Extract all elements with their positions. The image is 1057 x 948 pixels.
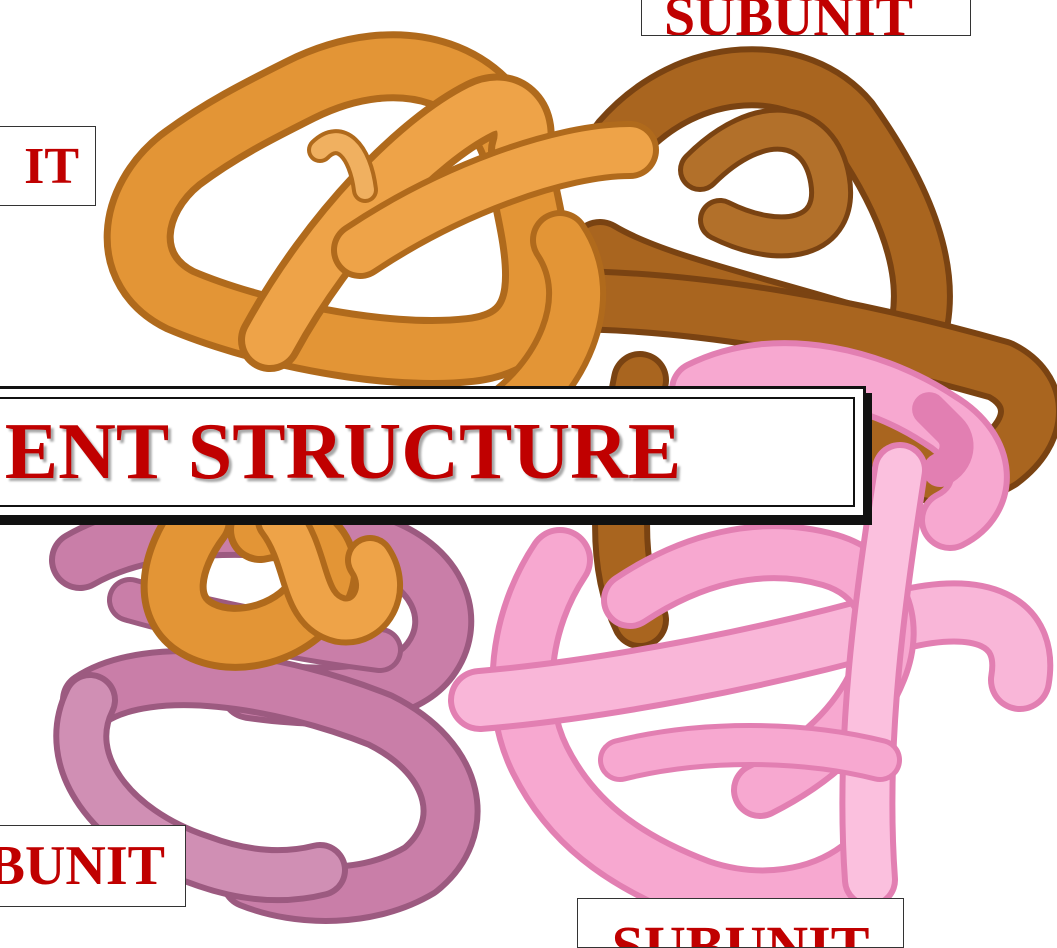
subunit-label-bottom-left: BUNIT <box>0 825 186 907</box>
subunit-label-top-left: IT <box>0 126 96 206</box>
subunit-label-top-right: SUBUNIT <box>641 0 971 36</box>
subunit-label-text: BUNIT <box>0 834 165 898</box>
subunit-label-text: SUBUNIT <box>612 913 870 948</box>
title-banner: ENT STRUCTURE <box>0 386 866 518</box>
title-text: ENT STRUCTURE <box>5 407 681 498</box>
subunit-label-text: IT <box>24 137 79 196</box>
subunit-label-bottom-right: SUBUNIT <box>577 898 904 948</box>
subunit-label-text: SUBUNIT <box>664 0 913 35</box>
